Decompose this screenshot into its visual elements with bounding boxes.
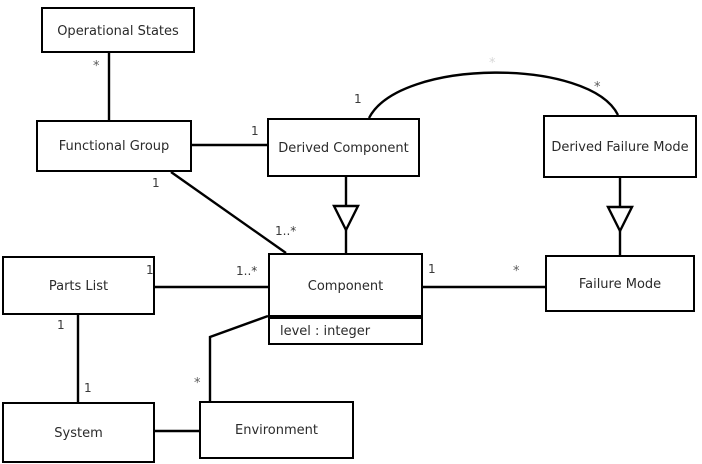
multiplicity-environment-component: *: [194, 376, 201, 391]
class-name-functional-group: Functional Group: [58, 139, 170, 154]
class-name-derived-failure-mode: Derived Failure Mode: [551, 140, 689, 155]
class-box-derived-failure-mode[interactable]: Derived Failure Mode: [543, 115, 697, 178]
class-attributes-component[interactable]: level : integer: [268, 317, 423, 345]
class-box-environment[interactable]: Environment: [199, 401, 354, 459]
class-name-operational-states: Operational States: [57, 24, 179, 39]
multiplicity-component-parts-list: 1..*: [236, 264, 258, 278]
class-name-system: System: [54, 426, 103, 441]
class-box-functional-group[interactable]: Functional Group: [36, 120, 192, 172]
class-box-system[interactable]: System: [2, 402, 155, 463]
multiplicity-failure-mode-component: *: [513, 264, 520, 279]
multiplicity-system-parts-list: 1: [84, 381, 92, 395]
multiplicity-derived-component-curve: 1: [354, 92, 362, 106]
connector-component-environment: [208, 314, 269, 401]
generalization-triangle-derived-component: [332, 204, 360, 233]
class-name-environment: Environment: [234, 423, 318, 438]
class-box-derived-component[interactable]: Derived Component: [267, 118, 420, 177]
multiplicity-functional-group-derived-component: 1: [251, 124, 259, 138]
multiplicity-derived-failure-mode-curve: *: [594, 80, 601, 95]
multiplicity-component-functional-group: 1..*: [275, 224, 297, 238]
class-name-derived-component: Derived Component: [278, 141, 409, 156]
class-name-component: Component: [307, 279, 384, 294]
multiplicity-component-failure-mode: 1: [428, 262, 436, 276]
class-box-failure-mode[interactable]: Failure Mode: [545, 255, 695, 312]
connector-functional-group-component: [170, 171, 287, 254]
multiplicity-parts-list-system: 1: [57, 318, 65, 332]
connector-derived-component-derived-failure-mode: [367, 71, 620, 119]
multiplicity-curve-apex: *: [489, 56, 496, 71]
class-name-failure-mode: Failure Mode: [578, 277, 662, 292]
multiplicity-operational-states-functional-group: *: [93, 59, 100, 74]
generalization-triangle-derived-failure-mode: [606, 205, 634, 234]
class-name-parts-list: Parts List: [48, 279, 109, 294]
class-box-parts-list[interactable]: Parts List: [2, 256, 155, 315]
class-box-component[interactable]: Component: [268, 253, 423, 317]
multiplicity-parts-list-component: 1: [146, 263, 154, 277]
class-attribute-component-level: level : integer: [280, 324, 371, 339]
multiplicity-functional-group-component: 1: [152, 176, 160, 190]
class-box-operational-states[interactable]: Operational States: [41, 7, 195, 53]
